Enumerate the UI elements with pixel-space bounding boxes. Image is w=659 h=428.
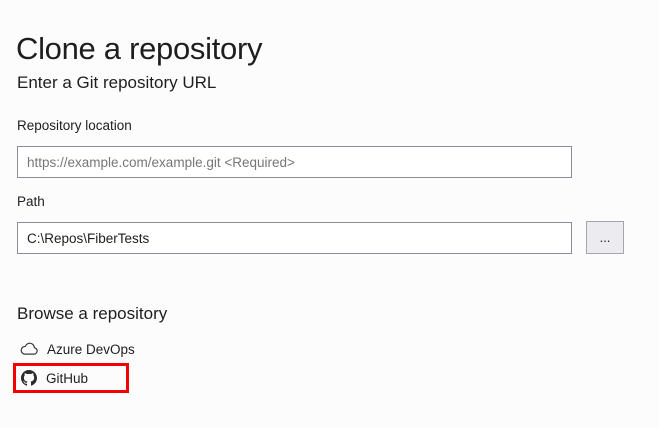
url-section-heading: Enter a Git repository URL <box>17 73 217 92</box>
repository-location-input[interactable] <box>17 146 572 178</box>
repository-location-label: Repository location <box>17 118 132 133</box>
path-input[interactable] <box>17 222 572 254</box>
repo-item-label: GitHub <box>46 370 89 386</box>
repo-item-label: Azure DevOps <box>47 341 135 357</box>
page-title: Clone a repository <box>16 30 263 66</box>
path-label: Path <box>17 194 45 209</box>
repo-item-github[interactable]: GitHub <box>21 369 88 387</box>
browse-path-button[interactable]: ... <box>586 221 624 254</box>
repo-item-azure-devops[interactable]: Azure DevOps <box>20 340 135 358</box>
github-icon <box>21 370 37 386</box>
azure-devops-cloud-icon <box>20 342 39 356</box>
browse-section-heading: Browse a repository <box>17 304 168 323</box>
